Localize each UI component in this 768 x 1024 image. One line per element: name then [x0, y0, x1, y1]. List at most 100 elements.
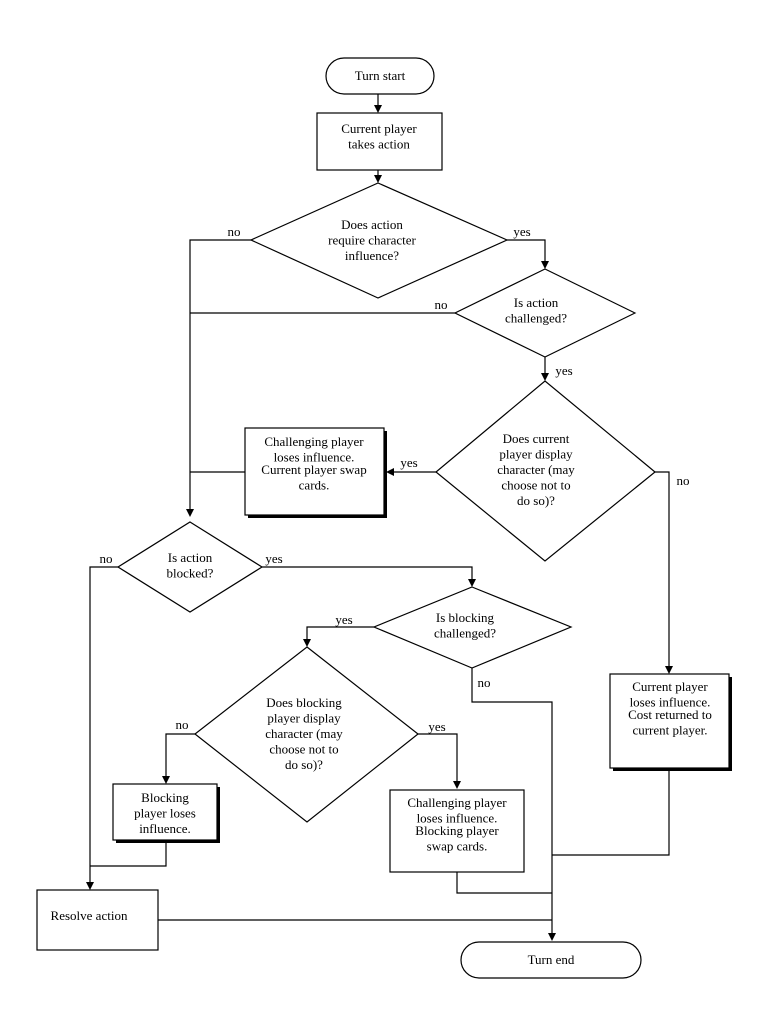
arrowhead: [453, 781, 461, 789]
text-line: player display: [499, 447, 573, 462]
text-line: Resolve action: [51, 908, 128, 923]
edge-blocker-loses-out: [90, 842, 167, 867]
edge-label-block-challenged-yes: yes: [335, 612, 352, 627]
arrowhead: [665, 666, 673, 674]
edge-label-challenged-yes: yes: [555, 363, 572, 378]
text-line: Blocking player: [415, 823, 499, 838]
edge-label-blocker-display-no: no: [176, 717, 189, 732]
terminal-start-label: Turn start: [355, 68, 406, 83]
text-line: player display: [267, 711, 341, 726]
edge-blocker-display-no: [165, 733, 195, 778]
text-line: Challenging player: [407, 795, 507, 810]
terminal-turn-start: Turn start: [325, 57, 435, 95]
edge-label-blocker-display-yes: yes: [428, 719, 445, 734]
text-line: cards.: [299, 477, 330, 492]
text-line: do so)?: [285, 757, 323, 772]
edge-block-challenged-yes: [306, 626, 374, 640]
edge-current-loses-out: [552, 768, 670, 856]
arrowhead: [541, 373, 549, 381]
text-line: choose not to: [501, 478, 570, 493]
text-line: takes action: [348, 137, 410, 152]
text-line: Does current: [503, 431, 570, 446]
terminal-end-label: Turn end: [528, 952, 575, 967]
edge-block-challenged-no: [471, 668, 553, 934]
edge-block-challenger-out: [456, 872, 552, 894]
text-line: influence?: [345, 248, 399, 263]
edge-blocked-no: [89, 566, 118, 884]
text-line: challenged?: [434, 626, 496, 641]
connectors: [89, 94, 670, 934]
text-line: current player.: [632, 722, 707, 737]
arrowhead: [468, 579, 476, 587]
arrowhead: [541, 261, 549, 269]
text-line: loses influence.: [630, 695, 711, 710]
text-line: Is action: [514, 295, 559, 310]
arrowhead: [303, 639, 311, 647]
text-line: challenged?: [505, 311, 567, 326]
edge-blocked-yes: [262, 566, 473, 580]
text-line: character (may: [497, 462, 575, 477]
text-line: Current player: [632, 679, 708, 694]
text-line: blocked?: [167, 566, 214, 581]
arrowhead: [86, 882, 94, 890]
arrowhead: [386, 468, 394, 476]
text-line: Does action: [341, 217, 403, 232]
edge-label-display-yes: yes: [400, 455, 417, 470]
text-line: swap cards.: [427, 838, 488, 853]
edge-display-no: [655, 471, 670, 666]
text-line: Cost returned to: [628, 707, 712, 722]
text-line: require character: [328, 233, 416, 248]
text-line: Challenging player: [264, 434, 364, 449]
text-line: Blocking: [141, 790, 189, 805]
text-line: Current player swap: [261, 462, 366, 477]
process-resolve-text: Resolve action: [51, 908, 128, 923]
edge-label-challenged-no: no: [435, 297, 448, 312]
text-line: character (may: [265, 726, 343, 741]
arrowhead: [186, 509, 194, 517]
text-line: influence.: [139, 821, 191, 836]
text-line: loses influence.: [274, 450, 355, 465]
edge-require-no: [189, 239, 251, 512]
edge-blocker-display-yes: [418, 733, 458, 782]
text-line: Is action: [168, 550, 213, 565]
arrowhead: [374, 175, 382, 183]
text-line: Does blocking: [266, 695, 342, 710]
edge-label-blocked-yes: yes: [265, 551, 282, 566]
text-line: player loses: [134, 806, 196, 821]
process-resolve-action: Resolve action: [36, 889, 159, 951]
text-line: Is blocking: [436, 610, 495, 625]
arrowhead: [374, 105, 382, 113]
edge-label-require-yes: yes: [513, 224, 530, 239]
terminal-turn-end: Turn end: [460, 941, 642, 979]
edge-label-block-challenged-no: no: [478, 675, 491, 690]
text-line: do so)?: [517, 493, 555, 508]
edge-require-yes: [507, 239, 546, 264]
text-line: choose not to: [269, 742, 338, 757]
edge-label-blocked-no: no: [100, 551, 113, 566]
arrowhead: [548, 933, 556, 941]
edge-label-display-no: no: [677, 473, 690, 488]
text-line: Current player: [341, 121, 417, 136]
edge-labels: no yes no yes yes no no yes yes no no ye…: [100, 224, 690, 734]
arrowhead: [162, 776, 170, 784]
